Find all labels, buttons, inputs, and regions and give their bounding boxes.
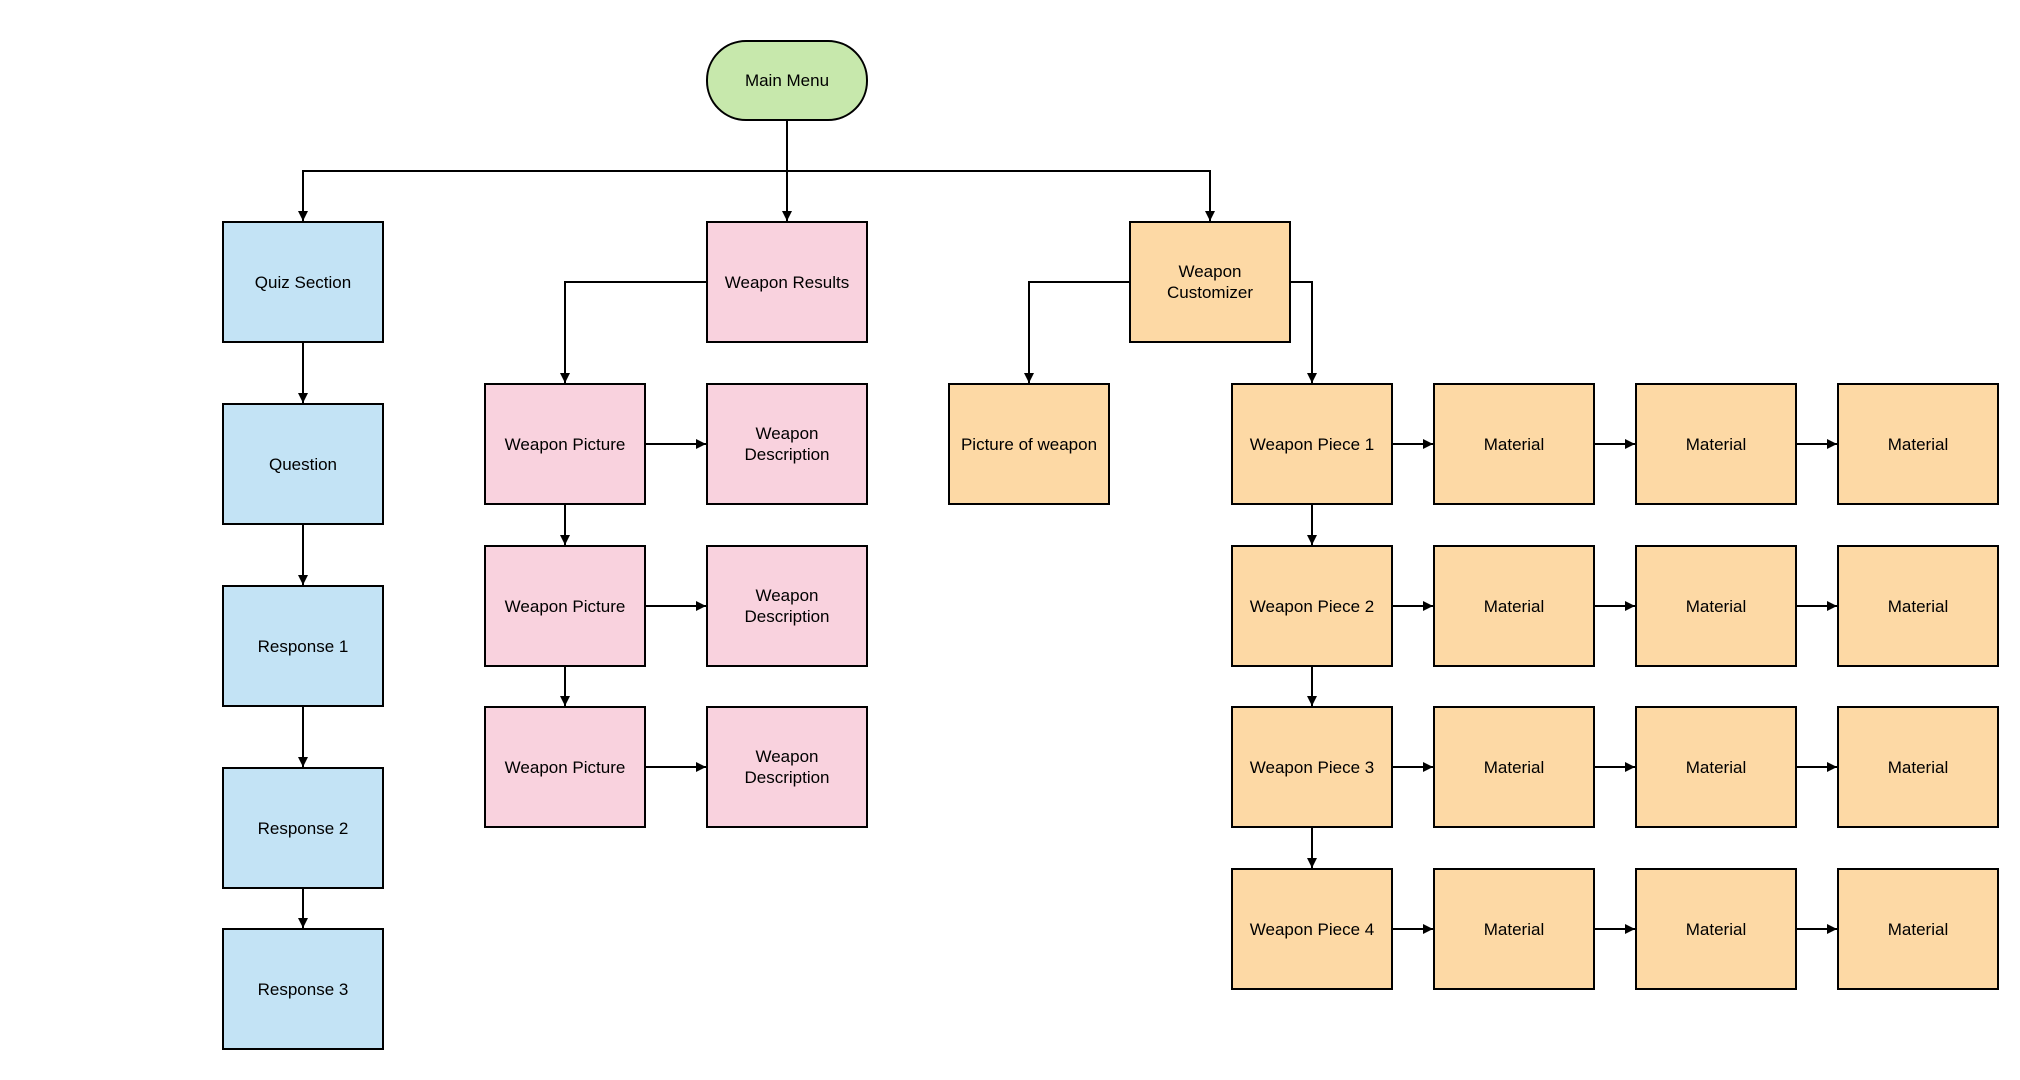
weapon-piece-node-1: Weapon Piece 1 (1231, 383, 1393, 505)
connector-arrow (1024, 281, 1129, 383)
material-node-2-2: Material (1635, 545, 1797, 667)
main-menu-node: Main Menu (706, 40, 868, 121)
weapon-piece-node-2: Weapon Piece 2 (1231, 545, 1393, 667)
connector-arrow (560, 281, 706, 383)
weapon-results-node: Weapon Results (706, 221, 868, 343)
question-node: Question (222, 403, 384, 525)
connector-arrow (298, 121, 788, 221)
quiz-section-node: Quiz Section (222, 221, 384, 343)
response-2-node: Response 2 (222, 767, 384, 889)
response-1-node: Response 1 (222, 585, 384, 707)
weapon-picture-node-1: Weapon Picture (484, 383, 646, 505)
weapon-description-node-1: Weapon Description (706, 383, 868, 505)
picture-of-weapon-node: Picture of weapon (948, 383, 1110, 505)
weapon-description-node-2: Weapon Description (706, 545, 868, 667)
weapon-piece-node-3: Weapon Piece 3 (1231, 706, 1393, 828)
connector-arrow (786, 121, 1215, 221)
material-node-3-2: Material (1635, 706, 1797, 828)
weapon-description-node-3: Weapon Description (706, 706, 868, 828)
weapon-picture-node-3: Weapon Picture (484, 706, 646, 828)
material-node-2-3: Material (1837, 545, 1999, 667)
response-3-node: Response 3 (222, 928, 384, 1050)
material-node-4-2: Material (1635, 868, 1797, 990)
material-node-1-3: Material (1837, 383, 1999, 505)
material-node-2-1: Material (1433, 545, 1595, 667)
connector-arrow (1291, 281, 1317, 383)
material-node-1-1: Material (1433, 383, 1595, 505)
material-node-3-1: Material (1433, 706, 1595, 828)
material-node-1-2: Material (1635, 383, 1797, 505)
material-node-3-3: Material (1837, 706, 1999, 828)
weapon-piece-node-4: Weapon Piece 4 (1231, 868, 1393, 990)
material-node-4-3: Material (1837, 868, 1999, 990)
material-node-4-1: Material (1433, 868, 1595, 990)
weapon-customizer-node: Weapon Customizer (1129, 221, 1291, 343)
weapon-picture-node-2: Weapon Picture (484, 545, 646, 667)
